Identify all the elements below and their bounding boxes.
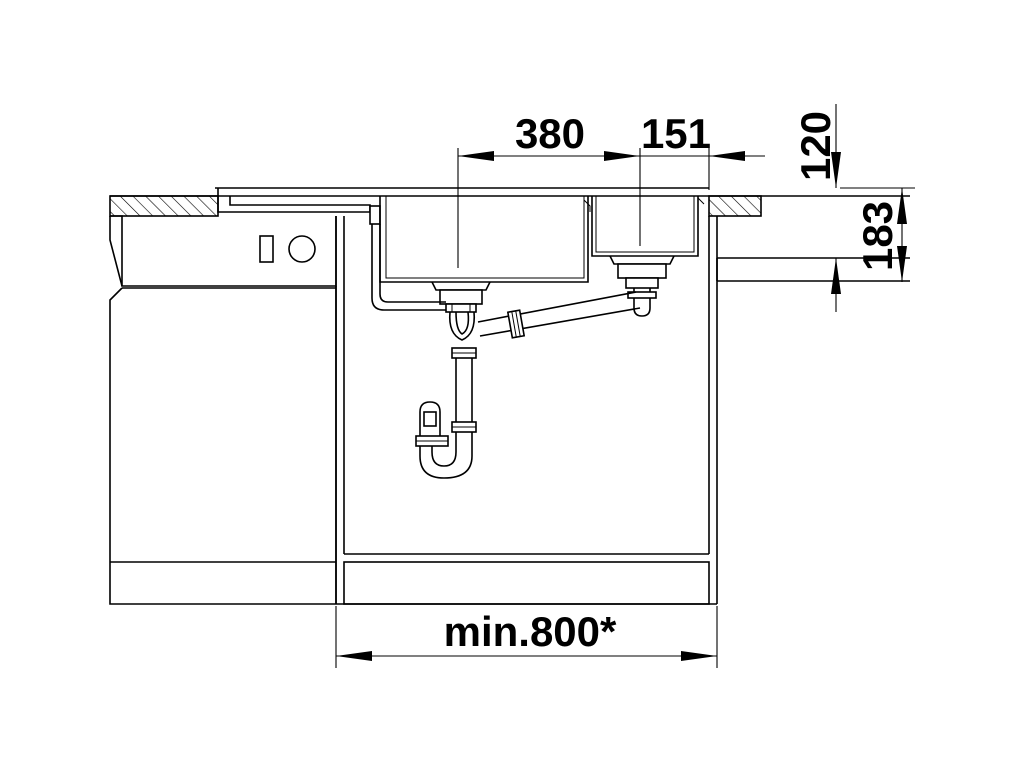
dim-120: 120 xyxy=(792,104,841,312)
sink-cabinet xyxy=(335,216,718,605)
siphon-trap xyxy=(415,311,477,479)
control-knob-icon xyxy=(288,235,316,263)
left-cabinet xyxy=(109,215,337,605)
right-worktop xyxy=(716,257,910,282)
dim-min-800-label: min.800* xyxy=(444,608,617,655)
dim-380: 380 xyxy=(457,110,640,268)
sink-rim xyxy=(217,188,381,225)
dim-380-label: 380 xyxy=(515,110,585,157)
dim-120-label: 120 xyxy=(792,111,839,181)
connecting-waste-pipe xyxy=(477,291,641,339)
dim-151: 151 xyxy=(639,110,765,246)
overflow-pipe xyxy=(371,224,446,311)
dim-183-label: 183 xyxy=(854,201,901,271)
countertop xyxy=(109,187,910,217)
dim-183: 183 xyxy=(840,187,915,282)
main-bowl xyxy=(379,196,591,313)
control-switch-icon xyxy=(259,235,274,263)
dim-min-800: min.800* xyxy=(335,606,718,668)
dim-151-label: 151 xyxy=(641,110,711,157)
small-bowl xyxy=(591,196,705,317)
